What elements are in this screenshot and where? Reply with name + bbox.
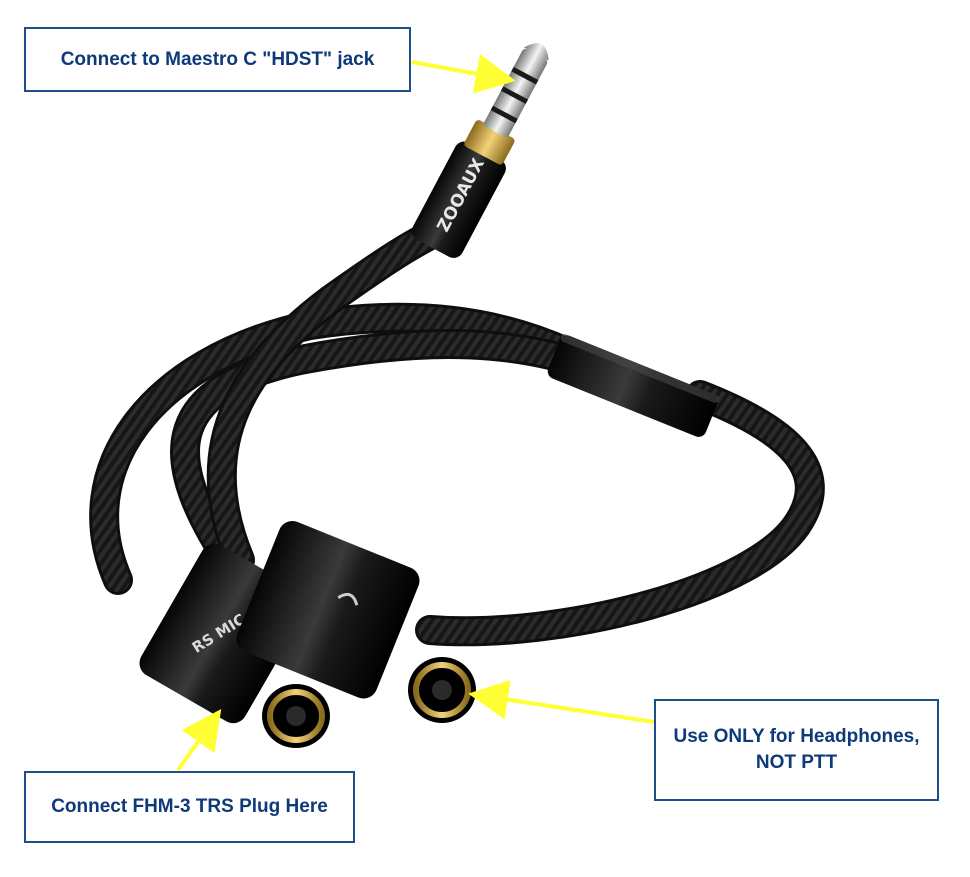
braided-cable	[89, 215, 825, 647]
callout-trs-plug-text: Connect FHM-3 TRS Plug Here	[51, 796, 328, 817]
arrow-to-plug	[411, 54, 516, 94]
arrow-to-mic-jack	[176, 708, 222, 772]
splitter-barrel	[547, 334, 720, 437]
headphone-jack	[236, 520, 420, 699]
callout-headphones-line2: NOT PTT	[755, 752, 838, 773]
headphone-icon	[337, 592, 359, 606]
callout-headphones-only: Use ONLY for Headphones, NOT PTT	[654, 699, 939, 801]
callout-hdst-jack: Connect to Maestro C "HDST" jack	[24, 27, 411, 92]
arrow-to-headphone-jack	[468, 679, 655, 724]
callout-headphones-line1: Use ONLY for Headphones,	[673, 726, 920, 747]
callout-hdst-jack-text: Connect to Maestro C "HDST" jack	[60, 48, 375, 70]
callout-trs-plug: Connect FHM-3 TRS Plug Here	[24, 771, 355, 843]
